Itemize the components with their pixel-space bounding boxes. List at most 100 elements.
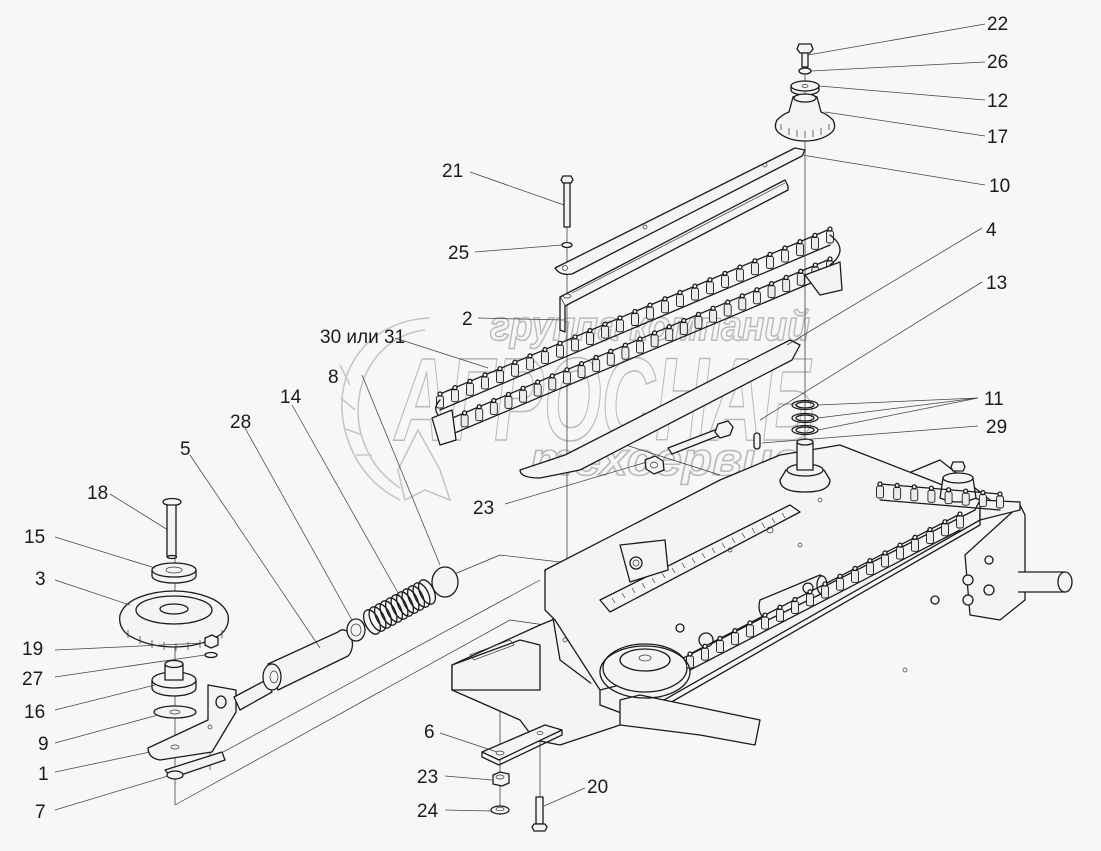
chain-pin [476, 404, 482, 410]
callout-14: 14 [280, 387, 302, 408]
spring-washer-27 [204, 651, 218, 659]
chain-roller [893, 486, 902, 500]
chain-pin [798, 268, 804, 274]
chain-roller [716, 639, 724, 653]
callout-20: 20 [587, 777, 608, 798]
chain-roller [706, 281, 714, 295]
chain-pin [467, 378, 473, 384]
chain-guide-block [559, 179, 789, 333]
chain-roller [709, 309, 718, 323]
chain-roller [460, 414, 469, 428]
chain-pin [549, 373, 555, 379]
chain-pin [535, 379, 541, 385]
chain-pin [617, 315, 623, 321]
rod [233, 679, 273, 711]
chain-roller [548, 377, 557, 391]
chain-pin [767, 251, 773, 258]
bolt-18 [162, 497, 182, 560]
chain-pin [777, 604, 783, 610]
chain-pin [747, 620, 753, 626]
chain-pin [687, 651, 693, 657]
chain-roller [701, 647, 709, 661]
chain-roller [631, 313, 639, 326]
guide-bar-10 [554, 147, 806, 276]
chain-pin [837, 573, 843, 579]
chain-roller [577, 365, 586, 379]
callout-28: 28 [230, 412, 251, 433]
spring-coil [390, 594, 409, 620]
callout-1: 1 [38, 764, 49, 785]
chain-roller [526, 357, 534, 371]
spring-coil [412, 582, 431, 608]
spring-coil [406, 585, 426, 611]
chain-pin [725, 299, 731, 305]
chain-roller [616, 319, 624, 333]
sprocket-chain-wrap [599, 645, 691, 699]
chain-roller [881, 554, 889, 568]
chain-pin [572, 334, 578, 340]
chain-roller [896, 546, 904, 560]
chain-roller [489, 402, 498, 415]
chain-pin [437, 391, 443, 397]
callout-5: 5 [180, 439, 191, 460]
spring-coil [362, 609, 382, 635]
callout-23-upper: 23 [473, 498, 494, 519]
chain-pin [707, 277, 713, 283]
spring-washer-26 [798, 67, 812, 75]
chain-roller [836, 577, 844, 591]
chain-pin [651, 330, 658, 336]
callout-3: 3 [35, 569, 46, 590]
chain-pin [877, 481, 883, 487]
chain-pin [695, 311, 702, 318]
chain-pin [587, 327, 593, 334]
chain-roller [504, 395, 513, 409]
chain-roller [791, 601, 799, 615]
chain-roller [738, 297, 747, 311]
bearing-hub-16 [151, 659, 197, 697]
callout-29: 29 [986, 417, 1007, 438]
chain-pin [608, 348, 614, 354]
callout-9: 9 [38, 734, 49, 755]
chain-roller [767, 285, 776, 299]
chain-roller [996, 495, 1004, 509]
nut-19 [204, 634, 219, 649]
callout-24: 24 [417, 801, 439, 822]
chain-roller [466, 382, 474, 396]
chain-pin [963, 488, 969, 494]
nut-23-lower [492, 771, 510, 787]
chain-pin [722, 270, 728, 277]
callout-6: 6 [424, 722, 435, 743]
watermark-emblem [339, 317, 452, 502]
washer-28 [346, 618, 366, 642]
callout-21: 21 [442, 161, 463, 182]
nut-23-upper [644, 455, 665, 475]
chain-roller [650, 334, 659, 348]
chain-pin [520, 385, 526, 391]
callout-16: 16 [24, 702, 45, 723]
cap-8 [431, 566, 459, 598]
callout-17: 17 [987, 127, 1008, 148]
chain-pin [942, 519, 948, 525]
chain-pin [602, 321, 608, 327]
chain-roller [519, 389, 528, 403]
chain-pin [681, 317, 687, 324]
housing-chain-lower [599, 511, 964, 699]
callout-4: 4 [986, 220, 997, 241]
spring-coil [379, 600, 398, 626]
spring-coil [368, 606, 387, 632]
chain-pin [754, 287, 760, 293]
chain-roller [796, 272, 805, 286]
spring-coil [384, 597, 404, 623]
bolt-21 [560, 175, 574, 228]
chain-pin [632, 308, 638, 315]
chain-pin [737, 264, 743, 270]
chain-roller [811, 236, 819, 250]
chain-pin [812, 232, 818, 238]
callout-25: 25 [448, 243, 469, 264]
chain-roller [731, 632, 739, 646]
chain-pin [827, 226, 833, 232]
pin-29 [753, 432, 761, 450]
chain-roller [571, 338, 579, 352]
chain-pin [505, 391, 512, 398]
chain-roller [978, 494, 987, 508]
